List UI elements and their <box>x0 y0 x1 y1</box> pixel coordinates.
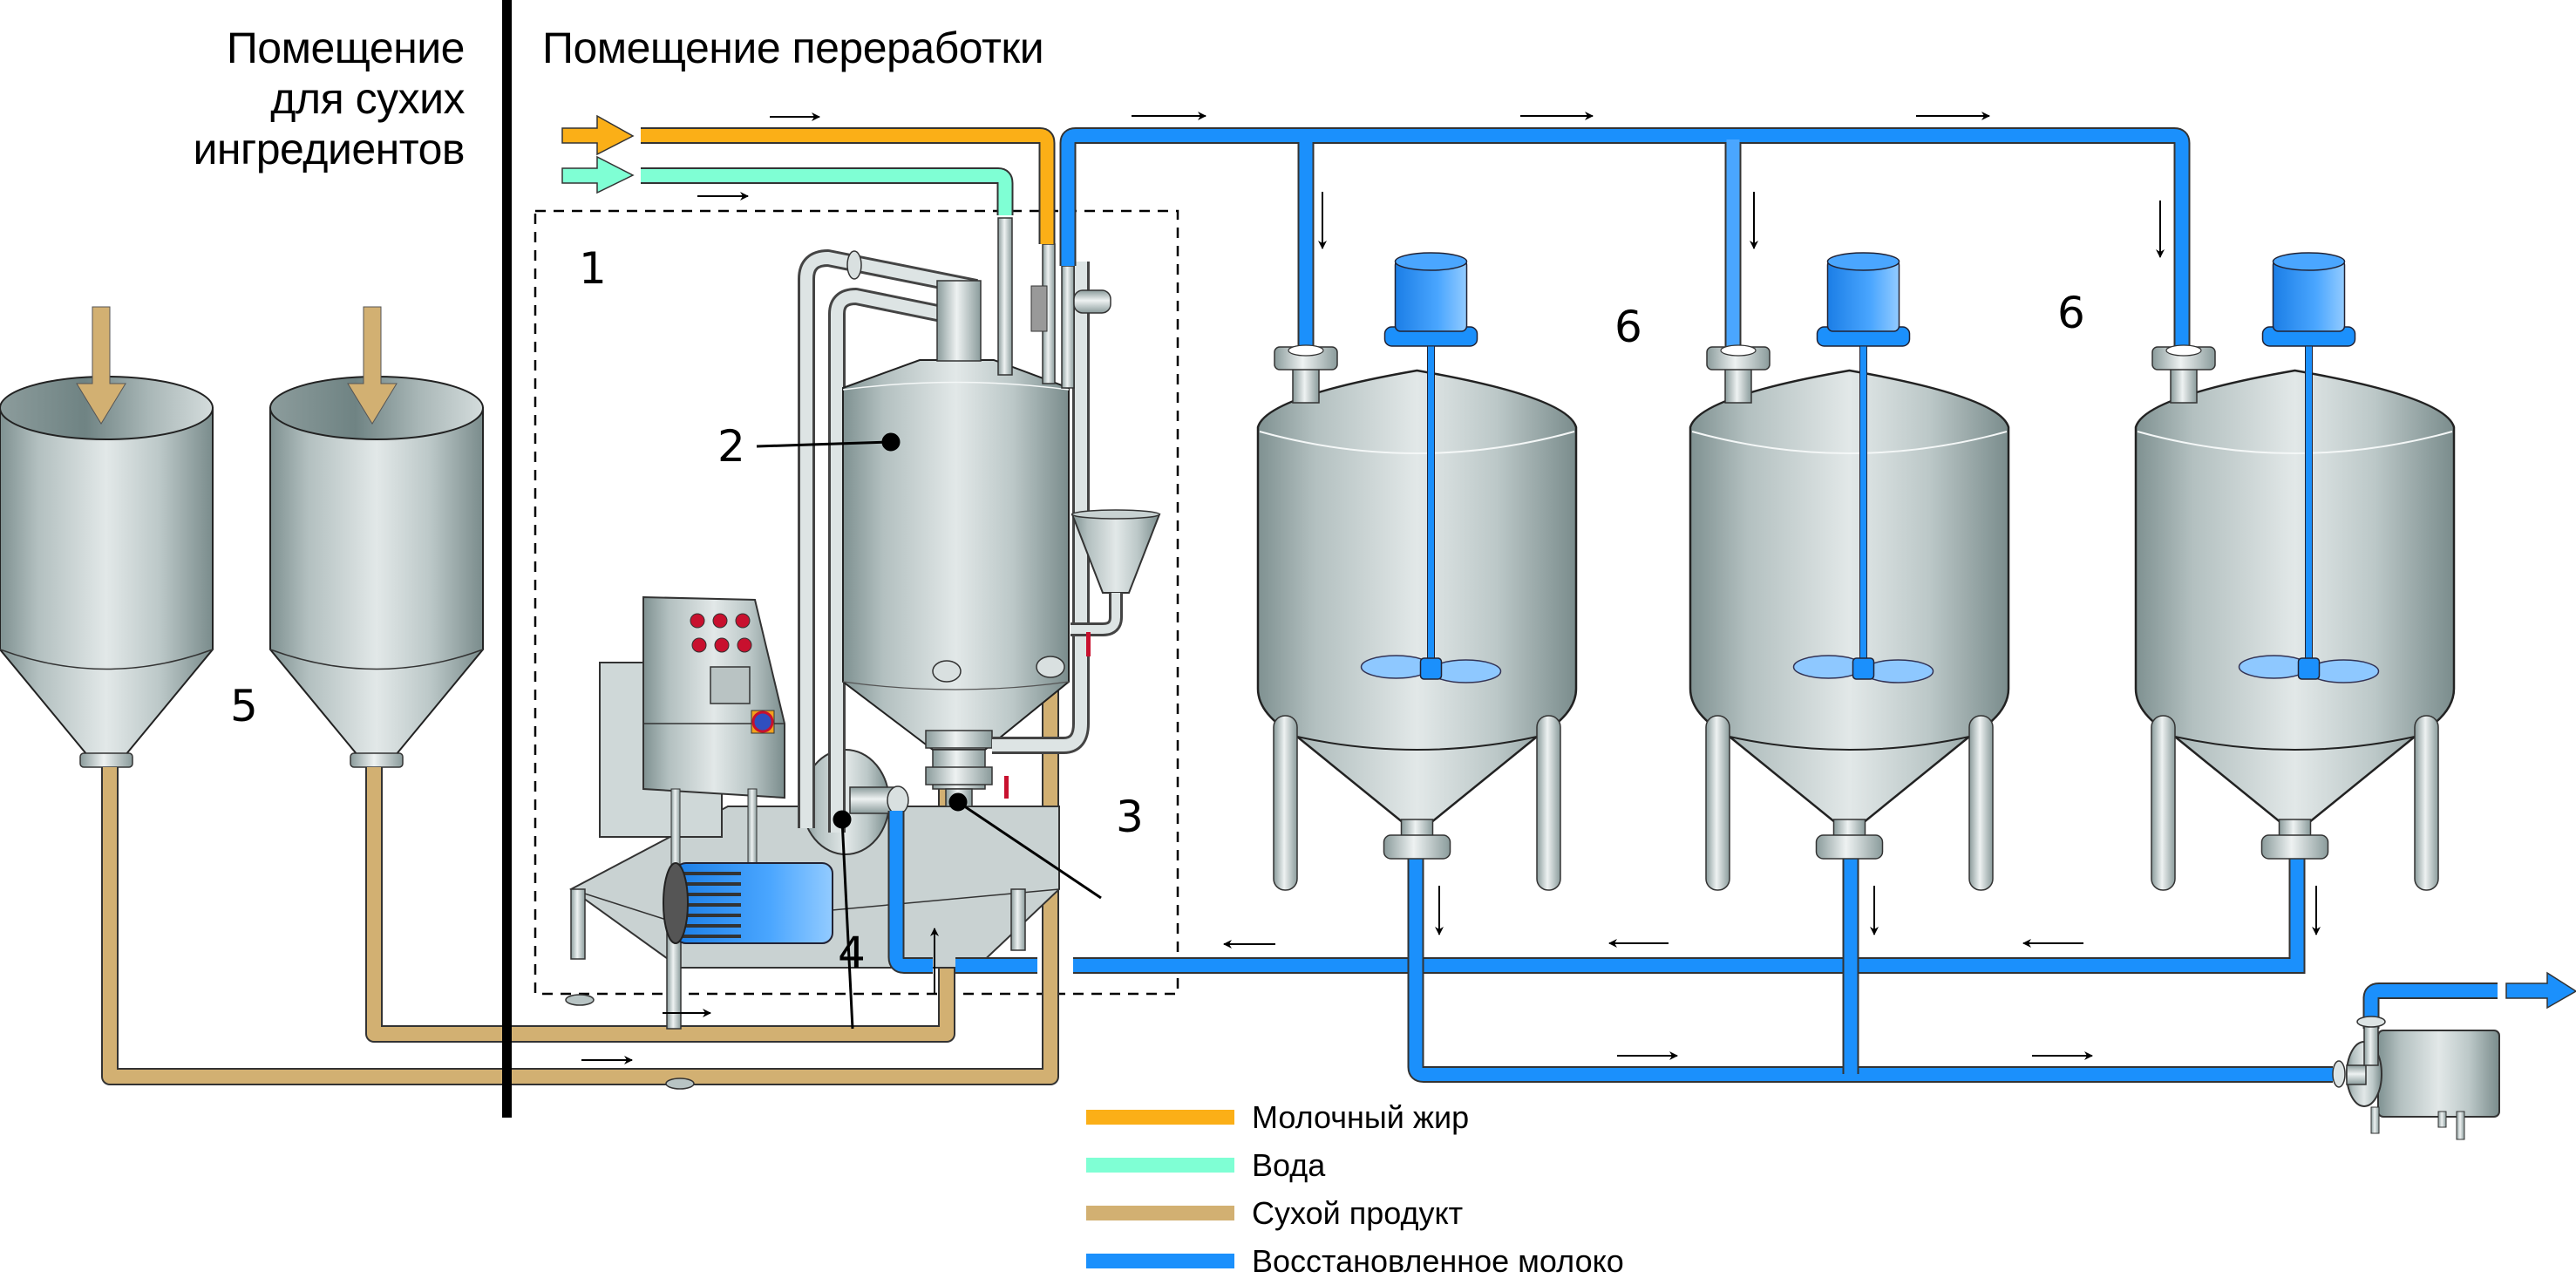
tank-body <box>1689 369 2010 823</box>
mixing-unit-boundary <box>534 209 1179 996</box>
tank-outlet-flange <box>2260 834 2329 860</box>
callout-5-silos: 5 <box>230 681 258 731</box>
legend-swatch <box>1086 1158 1234 1173</box>
callout-6-tanks: 6 <box>1614 302 1642 352</box>
tank-leg <box>1705 715 1730 891</box>
tank-leg <box>1968 715 1994 891</box>
tank-leg <box>2414 715 2439 891</box>
processing-room-title: Помещение переработки <box>542 24 1044 72</box>
legend-label: Сухой продукт <box>1252 1194 1464 1231</box>
legend-item-milk-fat: Молочный жир <box>1086 1093 1624 1141</box>
legend-swatch <box>1086 1254 1234 1268</box>
mixing-tank-2 <box>1689 252 2010 891</box>
tank-leg <box>2151 715 2176 891</box>
callout-6-tanks-b: 6 <box>2057 288 2085 338</box>
impeller-hub <box>1852 657 1875 680</box>
discharge-pump <box>2332 1016 2500 1140</box>
room-divider <box>502 0 512 1118</box>
legend-label: Восстановленное молоко <box>1252 1242 1624 1279</box>
callout-2-vessel: 2 <box>717 421 745 472</box>
mixing-tank-1 <box>1256 252 1578 891</box>
dry-room-title-line-2: для сухих <box>270 74 465 123</box>
recombined-milk-pipes <box>887 127 2576 1083</box>
dry-room-title-line-1: Помещение <box>226 24 466 72</box>
legend-label: Молочный жир <box>1252 1098 1470 1135</box>
legend-swatch <box>1086 1110 1234 1125</box>
callout-leaders <box>756 432 1102 1030</box>
callout-4-pump: 4 <box>838 928 866 978</box>
product-outlet-arrow <box>2505 971 2576 1010</box>
legend-label: Вода <box>1252 1146 1326 1183</box>
dry-product-inlet-arrow-1 <box>76 306 126 425</box>
callout-1-mixing-unit: 1 <box>579 243 607 294</box>
silo-2 <box>269 376 484 768</box>
legend-swatch <box>1086 1206 1234 1220</box>
room-divider-overlay <box>502 1003 512 1118</box>
milk-fat-inlet <box>561 114 1056 244</box>
dry-room-title: Помещение для сухих ингредиентов <box>193 23 465 174</box>
legend-item-dry-product: Сухой продукт <box>1086 1189 1624 1237</box>
tank-leg <box>1536 715 1561 891</box>
flow-arrows <box>581 112 2321 1064</box>
tank-outlet-flange <box>1383 834 1451 860</box>
mixing-tank-3 <box>2134 252 2456 891</box>
impeller-hub <box>2297 657 2321 680</box>
tank-leg <box>1273 715 1298 891</box>
water-inlet <box>561 155 1014 215</box>
legend-item-water: Вода <box>1086 1141 1624 1189</box>
impeller-hub <box>1419 657 1443 680</box>
mixing-vessel <box>842 359 1070 751</box>
silo-1 <box>0 376 214 768</box>
control-display <box>710 666 751 704</box>
tank-body <box>1256 369 1578 823</box>
control-buttons <box>690 613 752 653</box>
tank-outlet-flange <box>1815 834 1884 860</box>
tank-body <box>2134 369 2456 823</box>
legend-item-recombined-milk: Восстановленное молоко <box>1086 1237 1624 1285</box>
dry-room-title-line-3: ингредиентов <box>193 125 465 173</box>
callout-3-valve: 3 <box>1116 792 1144 842</box>
dry-product-inlet-arrow-2 <box>347 306 398 425</box>
legend: Молочный жир Вода Сухой продукт Восстано… <box>1086 1093 1624 1285</box>
